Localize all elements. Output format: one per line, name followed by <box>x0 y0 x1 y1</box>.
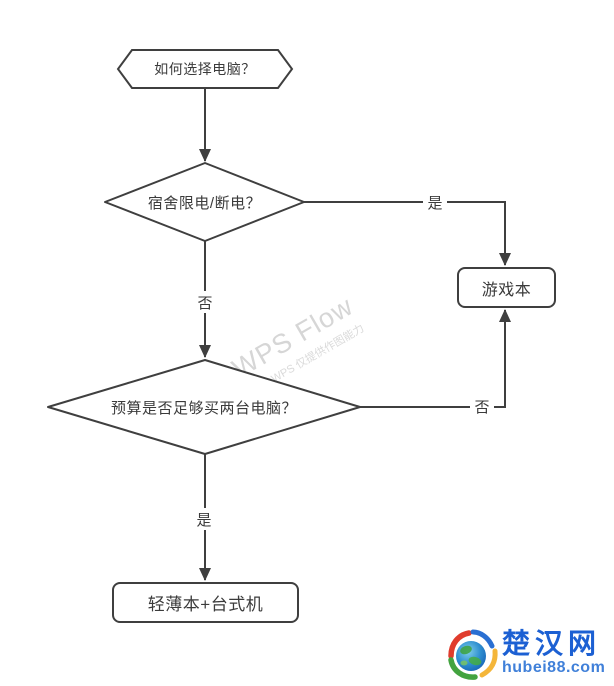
decision1-diamond-shape <box>104 162 305 242</box>
site-domain: hubei88.com <box>502 659 606 677</box>
edge-decision2-no-to-gaming <box>360 309 511 408</box>
globe-swirl-icon <box>448 629 498 680</box>
gaming-node-shape <box>457 267 556 308</box>
edge-decision1-yes-to-gaming <box>304 201 511 266</box>
edge-label-decision2-yes: 是 <box>192 508 216 530</box>
decision2-label: 预算是否足够买两台电脑？ <box>110 399 297 417</box>
edge-label-decision1-no: 否 <box>193 291 217 313</box>
edge-label-decision2-no: 否 <box>470 395 494 417</box>
edge-label-decision1-yes: 是 <box>423 191 447 213</box>
decision2-diamond-shape <box>47 359 361 455</box>
start-node-label: 如何选择电脑？ <box>154 61 256 77</box>
decision1-label: 宿舍限电/断电？ <box>147 194 262 212</box>
site-name: 楚汉网 <box>502 628 602 659</box>
combo-node-label: 轻薄本+台式机 <box>147 595 264 614</box>
site-logo: 楚汉网 hubei88.com <box>444 626 614 686</box>
gaming-node-label: 游戏本 <box>481 281 532 299</box>
start-node-shape <box>116 49 294 89</box>
combo-node-shape <box>112 582 299 623</box>
